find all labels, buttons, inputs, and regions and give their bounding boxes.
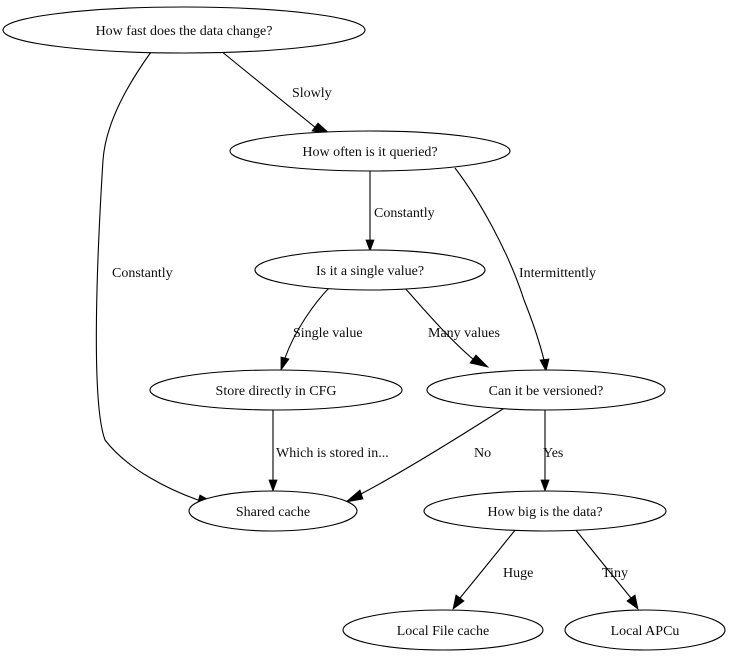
edge-path	[95, 51, 199, 501]
node-shape	[188, 490, 358, 532]
edge-path	[360, 406, 507, 495]
arrowhead-icon	[268, 479, 278, 493]
node-label: Is it a single value?	[316, 264, 424, 279]
node-local-apcu[interactable]: Local APCu	[564, 609, 726, 651]
edge-path	[403, 286, 475, 361]
edge-path	[459, 528, 517, 599]
node-label: How often is it queried?	[302, 145, 437, 160]
edge-label-constantly-middle: Constantly	[374, 206, 435, 221]
arrowhead-icon	[539, 358, 550, 373]
edge-path	[284, 286, 331, 359]
node-shape	[229, 130, 511, 172]
edge-single-value-to-versioned[interactable]: Many values	[403, 286, 500, 368]
node-how-fast-does-the-data-change[interactable]: How fast does the data change?	[2, 6, 366, 54]
node-layer: How fast does the data change? How often…	[2, 6, 726, 651]
arrowhead-icon	[452, 594, 465, 610]
edge-label-yes: Yes	[543, 446, 563, 461]
edge-label-which-is-stored-in: Which is stored in...	[276, 446, 389, 461]
node-shape	[423, 490, 667, 532]
arrowhead-icon	[540, 479, 550, 493]
edge-label-no: No	[474, 446, 491, 461]
edge-path	[454, 167, 545, 361]
node-label: How big is the data?	[487, 505, 602, 520]
node-shape	[254, 249, 486, 291]
edge-layer: Constantly Slowly Constantly Intermitten…	[95, 50, 639, 610]
edge-label-single-value: Single value	[293, 326, 363, 341]
edge-label-slowly: Slowly	[292, 86, 332, 101]
edge-how-big-to-local-file-cache[interactable]: Huge	[452, 528, 533, 610]
edge-how-fast-to-how-often[interactable]: Slowly	[220, 50, 332, 135]
edge-versioned-to-shared-cache[interactable]: No	[344, 406, 507, 503]
node-shape	[2, 6, 366, 54]
arrowhead-icon	[365, 239, 375, 253]
node-label: Shared cache	[236, 505, 310, 520]
edge-how-fast-to-shared-cache[interactable]: Constantly	[95, 51, 216, 506]
edge-path	[574, 528, 632, 599]
edge-label-huge: Huge	[503, 566, 533, 581]
edge-label-tiny: Tiny	[602, 566, 628, 581]
edge-how-often-to-versioned[interactable]: Intermittently	[454, 167, 596, 373]
node-label: Local APCu	[611, 624, 680, 639]
node-how-often-is-it-queried[interactable]: How often is it queried?	[229, 130, 511, 172]
node-shape	[426, 369, 666, 411]
edge-store-cfg-to-shared-cache[interactable]: Which is stored in...	[268, 410, 389, 493]
edge-single-value-to-store-cfg[interactable]: Single value	[280, 286, 363, 372]
edge-label-intermittently: Intermittently	[519, 266, 596, 281]
node-shared-cache[interactable]: Shared cache	[188, 490, 358, 532]
edge-path	[220, 50, 317, 129]
edge-label-many-values: Many values	[428, 326, 500, 341]
arrowhead-icon	[344, 489, 364, 503]
node-local-file-cache[interactable]: Local File cache	[342, 609, 544, 651]
node-shape	[342, 609, 544, 651]
node-label: Local File cache	[397, 624, 490, 639]
node-shape	[149, 369, 403, 411]
edge-versioned-to-how-big[interactable]: Yes	[540, 410, 563, 493]
edge-how-big-to-local-apcu[interactable]: Tiny	[574, 528, 639, 610]
node-shape	[564, 609, 726, 651]
edge-how-often-to-single-value[interactable]: Constantly	[365, 171, 435, 253]
node-label: Store directly in CFG	[216, 384, 337, 399]
node-how-big-is-the-data[interactable]: How big is the data?	[423, 490, 667, 532]
node-store-directly-in-cfg[interactable]: Store directly in CFG	[149, 369, 403, 411]
node-label: Can it be versioned?	[489, 384, 604, 399]
edge-label-constantly-left: Constantly	[112, 266, 173, 281]
node-can-it-be-versioned[interactable]: Can it be versioned?	[426, 369, 666, 411]
arrowhead-icon	[280, 356, 290, 372]
node-is-it-a-single-value[interactable]: Is it a single value?	[254, 249, 486, 291]
arrowhead-icon	[469, 354, 490, 368]
arrowhead-icon	[626, 594, 639, 610]
node-label: How fast does the data change?	[96, 24, 273, 39]
